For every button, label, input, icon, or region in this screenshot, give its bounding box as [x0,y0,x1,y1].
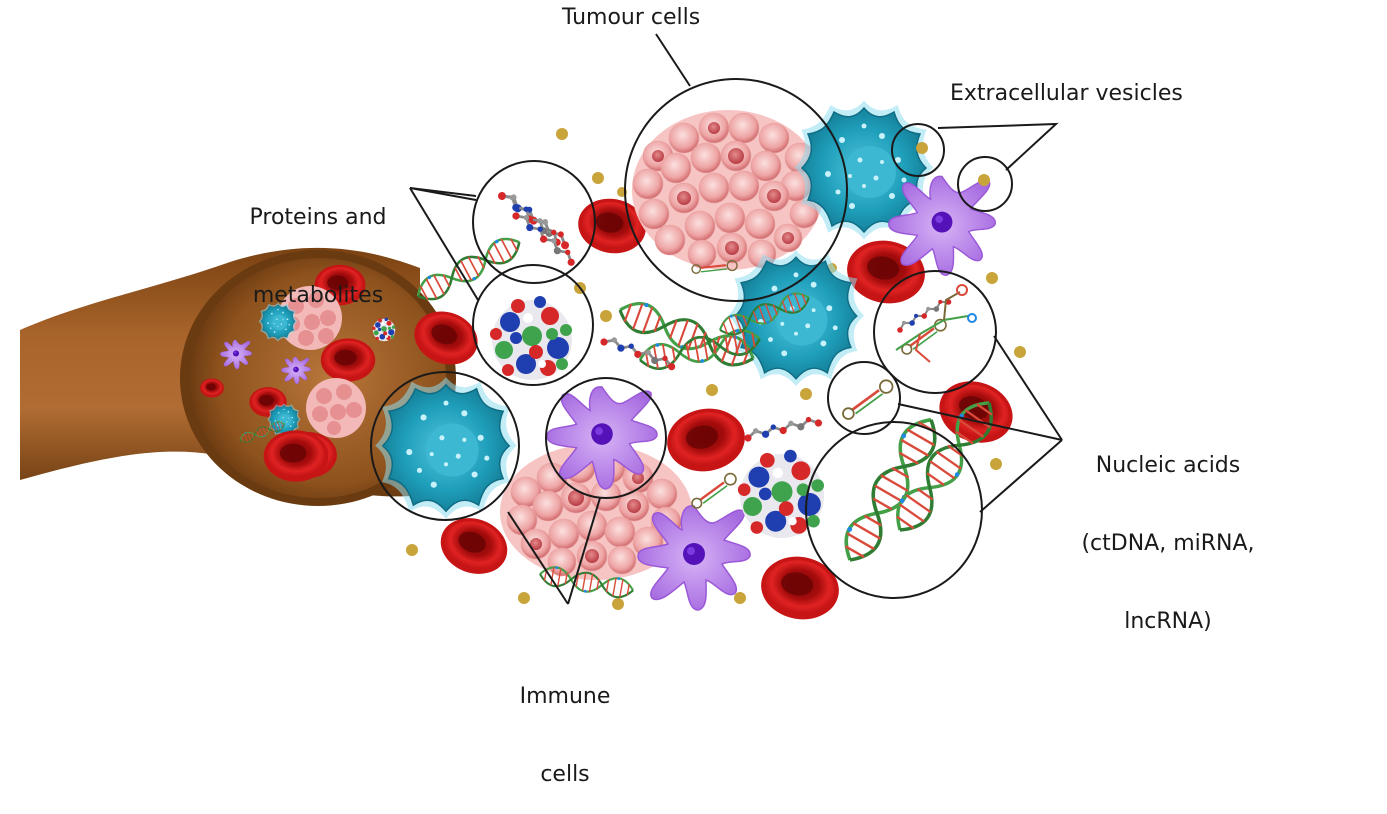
label-extracellular-vesicles: Extracellular vesicles [950,81,1183,106]
immune-callout-circle-2 [545,377,667,499]
liquid-biopsy-diagram [20,33,1063,626]
vessel-contents [200,264,396,478]
protein-callout-circle-2 [472,264,594,386]
vesicle-callout-contents [916,142,990,186]
vesicle-dots [406,128,1026,610]
label-immune-line1: Immune [519,684,611,709]
vesicle-callout-circle-1 [891,123,945,177]
label-nucleic-acids: Nucleic acids (ctDNA, miRNA, lncRNA) [1062,401,1274,661]
nucleic-callout-circle-1 [873,270,997,394]
label-immune-cells: Immune cells [500,632,630,814]
branched-rna [895,284,977,363]
leader-lines [409,33,1063,605]
label-proteins-line2: metabolites [252,283,384,308]
label-proteins-line1: Proteins and [249,205,387,230]
label-tumour-cells: Tumour cells [562,5,701,30]
tumour-microenvironment [263,99,1026,626]
protein-callout-circle-1 [472,160,596,284]
immune-callout-circle-1 [370,371,520,521]
tumour-cluster-upper [632,110,824,270]
nucleic-callout-circle-2 [827,361,901,435]
label-nucleic-line2: (ctDNA, miRNA, [1081,531,1255,556]
tumour-callout-circle [624,78,848,302]
vesicle-callout-circle-2 [957,156,1013,212]
label-proteins-metabolites: Proteins and metabolites [236,153,400,335]
label-nucleic-line1: Nucleic acids [1095,453,1241,478]
nucleic-callout-circle-3 [805,421,983,599]
label-nucleic-line3: lncRNA) [1124,609,1212,634]
label-immune-line2: cells [540,762,590,787]
